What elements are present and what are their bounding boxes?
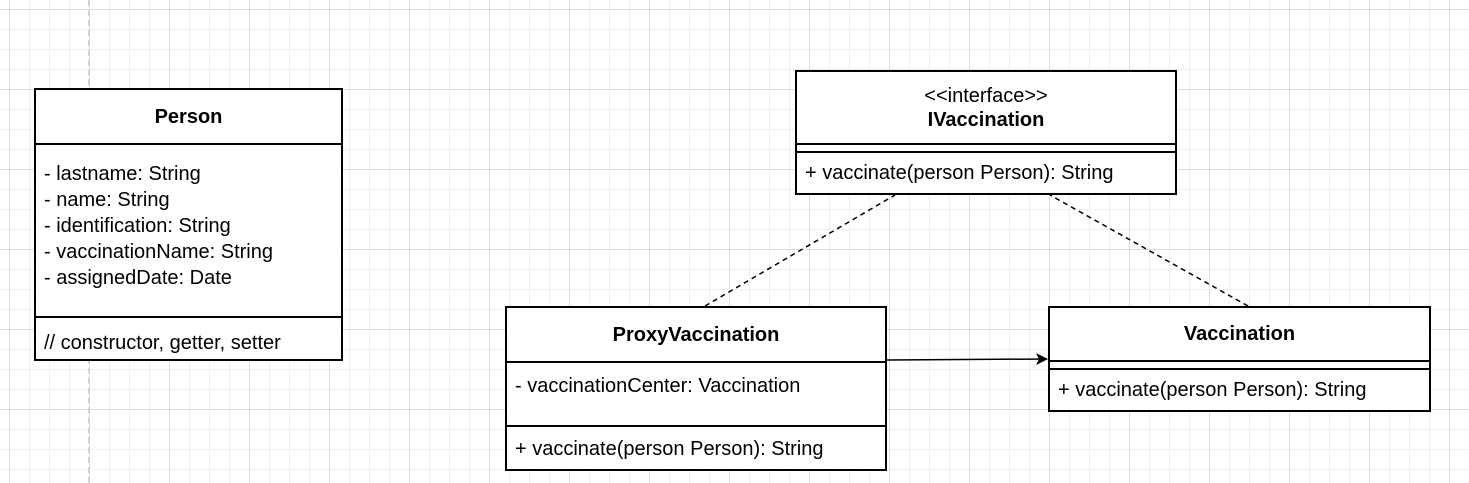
vaccination-class[interactable]: Vaccination + vaccinate(person Person): … (1048, 306, 1431, 412)
person-class-header: Person (36, 90, 341, 145)
attribute: - identification: String (44, 215, 231, 237)
person-class[interactable]: Person - lastname: String - name: String… (34, 88, 343, 361)
method: + vaccinate(person Person): String (515, 438, 824, 460)
ivaccination-attributes (797, 145, 1175, 153)
vaccination-attributes (1050, 362, 1429, 370)
person-methods: // constructor, getter, setter (36, 318, 341, 359)
stereotype-label: <<interface>> (924, 84, 1048, 107)
vaccination-methods: + vaccinate(person Person): String (1050, 370, 1429, 406)
attribute: - vaccinationCenter: Vaccination (515, 375, 801, 397)
method: + vaccinate(person Person): String (1058, 379, 1367, 401)
class-name: Vaccination (1183, 323, 1296, 345)
attribute: - lastname: String (44, 163, 201, 185)
attribute: - vaccinationName: String (44, 241, 273, 263)
class-name: IVaccination (927, 108, 1045, 131)
proxy-vaccination-header: ProxyVaccination (507, 308, 885, 363)
ivaccination-header: <<interface>> IVaccination (797, 72, 1175, 145)
realization-vaccination-to-interface[interactable] (1049, 194, 1249, 307)
proxy-vaccination-methods: + vaccinate(person Person): String (507, 427, 885, 465)
class-name: Person (154, 105, 223, 128)
attribute: - name: String (44, 189, 170, 211)
vaccination-header: Vaccination (1050, 308, 1429, 362)
method: // constructor, getter, setter (44, 332, 281, 354)
person-attributes: - lastname: String - name: String - iden… (36, 145, 341, 318)
ivaccination-methods: + vaccinate(person Person): String (797, 153, 1175, 189)
ivaccination-interface[interactable]: <<interface>> IVaccination + vaccinate(p… (795, 70, 1177, 195)
attribute: - assignedDate: Date (44, 267, 232, 289)
proxy-vaccination-attributes: - vaccinationCenter: Vaccination (507, 363, 885, 427)
realization-proxy-to-interface[interactable] (704, 194, 896, 307)
association-proxy-to-vaccination[interactable] (885, 353, 1048, 366)
method: + vaccinate(person Person): String (805, 162, 1114, 184)
proxy-vaccination-class[interactable]: ProxyVaccination - vaccinationCenter: Va… (505, 306, 887, 471)
class-name: ProxyVaccination (612, 323, 780, 346)
